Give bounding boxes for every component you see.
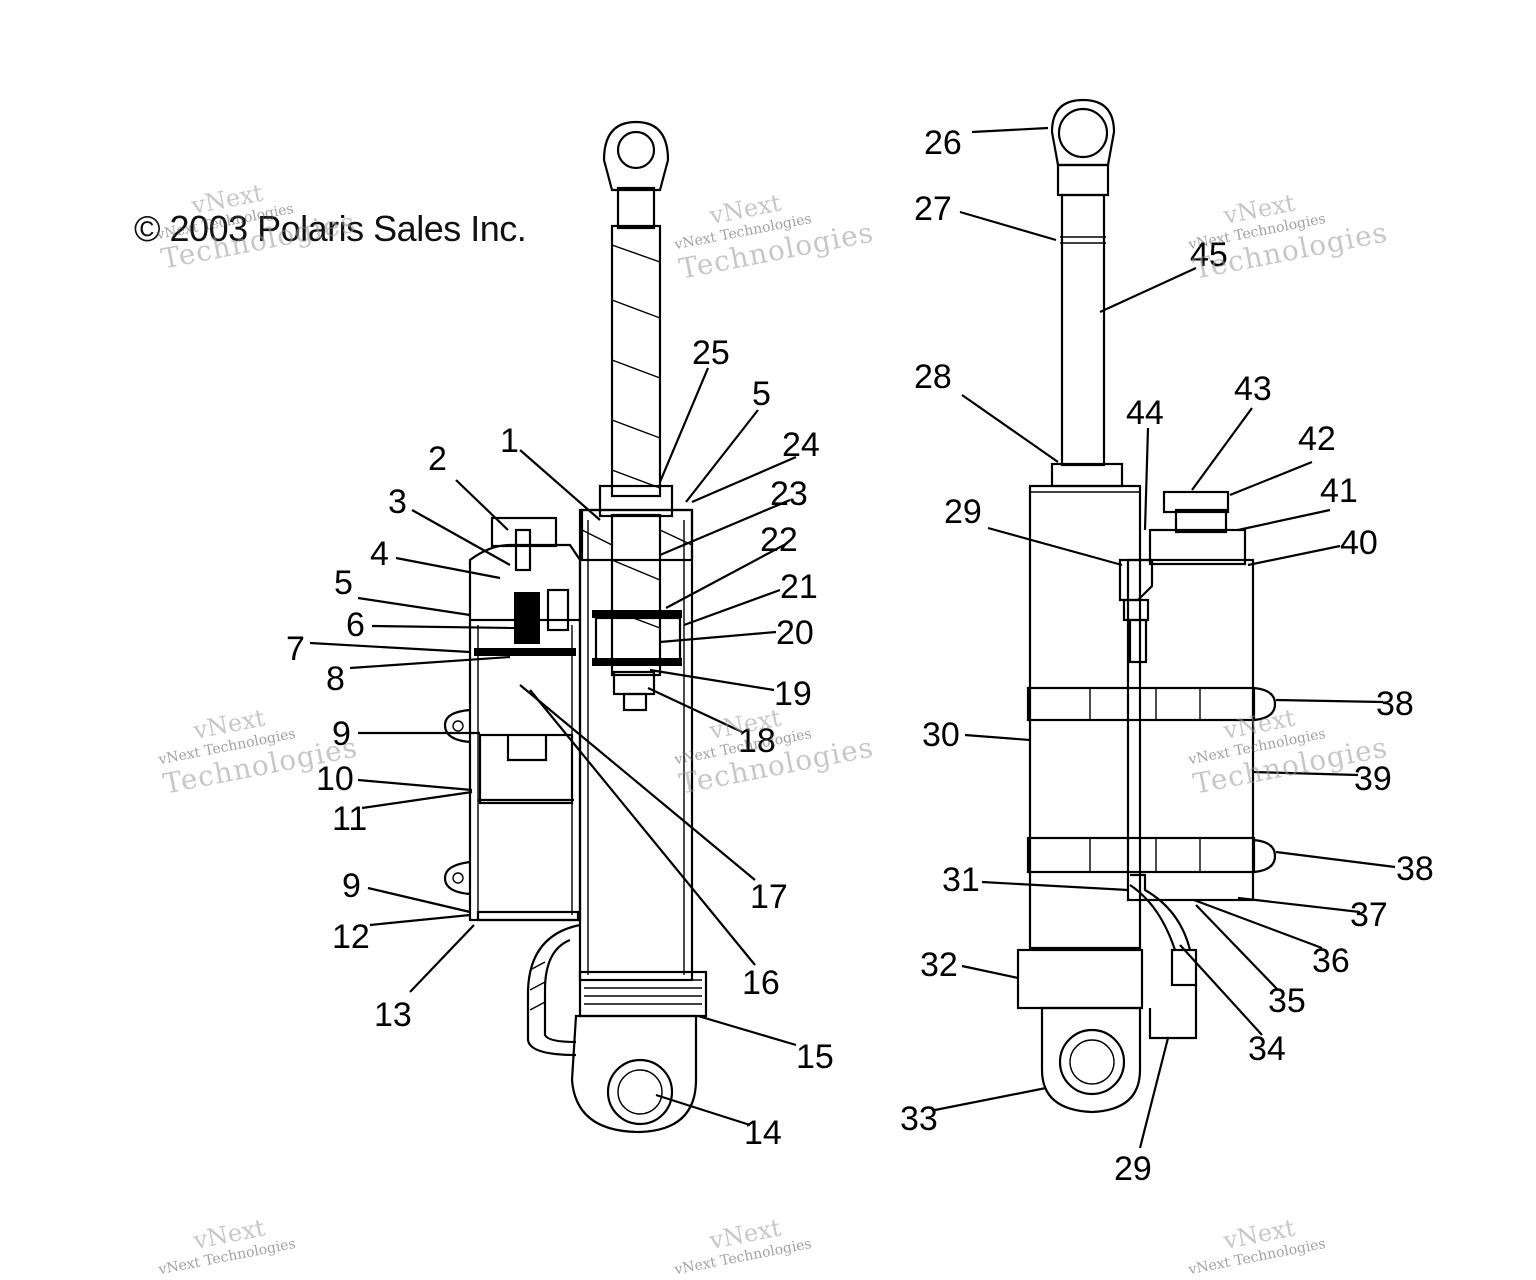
callout-38b: 38 (1396, 850, 1434, 888)
callout-9b: 9 (342, 867, 361, 905)
callout-39: 39 (1354, 760, 1392, 798)
callout-38a: 38 (1376, 685, 1414, 723)
callout-13: 13 (374, 996, 412, 1034)
callout-20: 20 (776, 614, 814, 652)
callout-43: 43 (1234, 370, 1272, 408)
callout-labels: 1 2 3 4 5 5 6 7 8 9 9 10 11 12 13 14 15 … (286, 124, 1434, 1188)
callout-9a: 9 (332, 715, 351, 753)
callout-33: 33 (900, 1100, 938, 1138)
callout-2: 2 (428, 440, 447, 478)
callout-8: 8 (326, 660, 345, 698)
callout-3: 3 (388, 483, 407, 521)
callout-29b: 29 (1114, 1150, 1152, 1188)
leader-lines (309, 126, 1396, 1149)
callout-45: 45 (1190, 236, 1228, 274)
callout-17: 17 (750, 878, 788, 916)
callout-5b: 5 (752, 375, 771, 413)
callout-6: 6 (346, 606, 365, 644)
callout-4: 4 (370, 535, 389, 573)
callout-11: 11 (332, 800, 367, 838)
callout-27: 27 (914, 190, 952, 228)
callout-40: 40 (1340, 524, 1378, 562)
cutaway-shock (443, 120, 708, 1134)
callout-41: 41 (1320, 472, 1358, 510)
callout-16: 16 (742, 964, 780, 1002)
callout-28: 28 (914, 358, 952, 396)
callout-34: 34 (1248, 1030, 1286, 1068)
callout-37: 37 (1350, 896, 1388, 934)
callout-10: 10 (316, 760, 354, 798)
callout-18: 18 (738, 722, 776, 760)
callout-36: 36 (1312, 942, 1350, 980)
callout-21: 21 (780, 568, 818, 606)
callout-1: 1 (500, 422, 519, 460)
callout-12: 12 (332, 918, 370, 956)
callout-23: 23 (770, 475, 808, 513)
copyright-notice: © 2003 Polaris Sales Inc. (134, 208, 527, 249)
callout-31: 31 (942, 861, 980, 899)
callout-25: 25 (692, 334, 730, 372)
callout-32: 32 (920, 946, 958, 984)
callout-29a: 29 (944, 493, 982, 531)
callout-14: 14 (744, 1114, 782, 1152)
callout-15: 15 (796, 1038, 834, 1076)
callout-22: 22 (760, 521, 798, 559)
exterior-shock (1016, 98, 1277, 1114)
callout-30: 30 (922, 716, 960, 754)
callout-7: 7 (286, 630, 305, 668)
callout-19: 19 (774, 675, 812, 713)
callout-5a: 5 (334, 564, 353, 602)
callout-35: 35 (1268, 982, 1306, 1020)
callout-24: 24 (782, 426, 820, 464)
callout-44: 44 (1126, 394, 1164, 432)
callout-26: 26 (924, 124, 962, 162)
callout-42: 42 (1298, 420, 1336, 458)
